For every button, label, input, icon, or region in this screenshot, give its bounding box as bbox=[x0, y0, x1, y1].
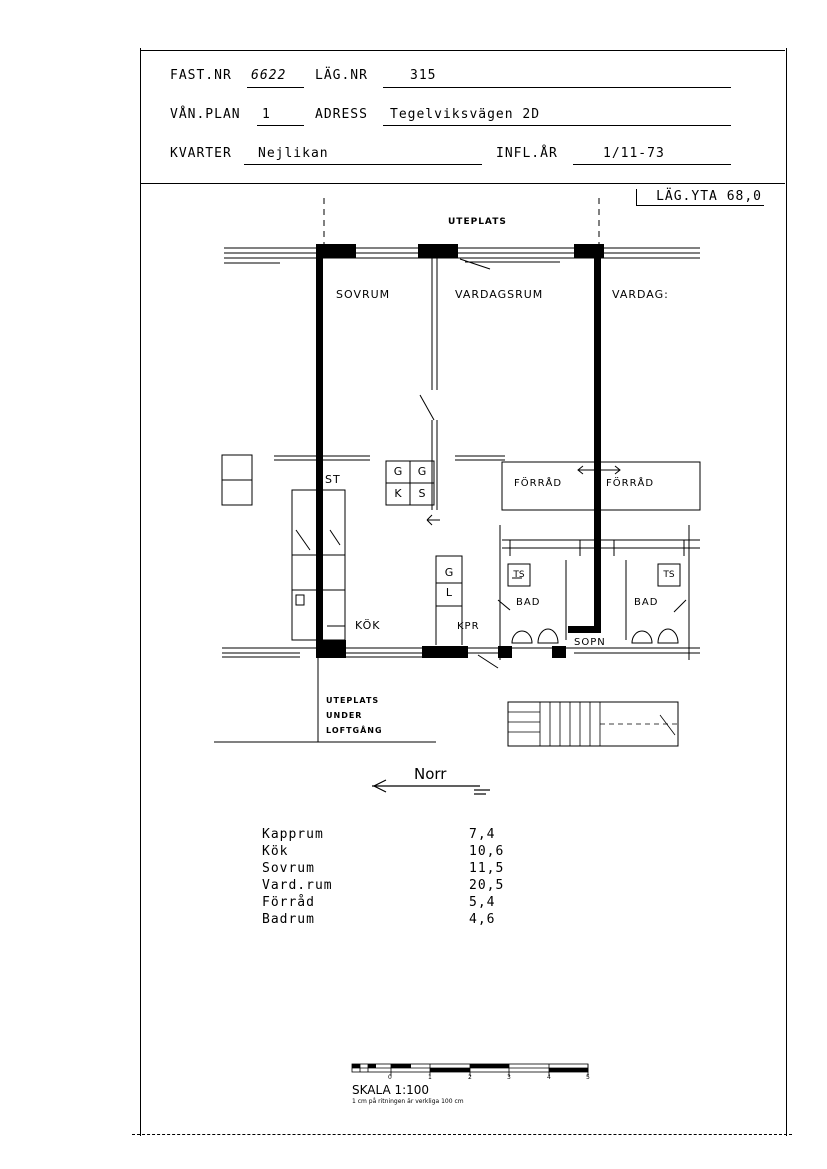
scale-tick: 2 bbox=[468, 1074, 472, 1081]
vardag-cut-label: VARDAG: bbox=[612, 288, 669, 301]
room-area-list: Kapprum 7,4 Kök 10,6 Sovrum 11,5 Vard.ru… bbox=[262, 826, 522, 928]
scale-tick: 4 bbox=[547, 1074, 551, 1081]
scale-tick: 5 bbox=[586, 1074, 590, 1081]
room-area: 4,6 bbox=[469, 912, 496, 927]
room-name: Sovrum bbox=[262, 861, 315, 876]
uteplats-under-label-3: LOFTGÅNG bbox=[326, 726, 383, 735]
room-name: Kapprum bbox=[262, 827, 324, 842]
apartment-area-box: LÄG.YTA 68,0 bbox=[636, 189, 764, 206]
room-name: Vard.rum bbox=[262, 878, 333, 893]
forrad-label-2: FÖRRÅD bbox=[606, 478, 655, 489]
van-plan-label: VÅN.PLAN bbox=[170, 107, 241, 122]
room-area: 11,5 bbox=[469, 861, 505, 876]
room-area: 5,4 bbox=[469, 895, 496, 910]
kvarter-underline bbox=[244, 164, 482, 165]
uteplats-under-label-2: UNDER bbox=[326, 711, 363, 720]
ts-label-2: TS bbox=[663, 570, 675, 580]
scale-tick: 3 bbox=[507, 1074, 511, 1081]
adress-underline bbox=[383, 125, 731, 126]
header-bottom-rule bbox=[140, 183, 785, 184]
uteplats-under-label-1: UTEPLATS bbox=[326, 696, 380, 705]
bad-label-2: BAD bbox=[634, 597, 659, 608]
k-label: K bbox=[394, 487, 402, 500]
room-name: Kök bbox=[262, 844, 289, 859]
frame-bottom-rule bbox=[132, 1134, 792, 1135]
kvarter-value: Nejlikan bbox=[258, 146, 329, 161]
g-label-1: G bbox=[393, 465, 403, 478]
list-item: Vard.rum 20,5 bbox=[262, 877, 522, 894]
van-plan-underline bbox=[257, 125, 304, 126]
st-label: ST bbox=[325, 473, 341, 486]
l-label: L bbox=[445, 586, 453, 599]
fast-nr-label: FAST.NR bbox=[170, 68, 232, 83]
s-label: S bbox=[418, 487, 426, 500]
scale-subtitle: 1 cm på ritningen är verkliga 100 cm bbox=[352, 1098, 464, 1105]
list-item: Förråd 5,4 bbox=[262, 894, 522, 911]
infl-ar-label: INFL.ÅR bbox=[496, 146, 558, 161]
north-label: Norr bbox=[414, 765, 447, 783]
uteplats-label: UTEPLATS bbox=[448, 217, 507, 227]
room-area: 20,5 bbox=[469, 878, 505, 893]
infl-ar-underline bbox=[573, 164, 731, 165]
forrad-label-1: FÖRRÅD bbox=[514, 478, 563, 489]
lag-nr-underline bbox=[383, 87, 731, 88]
kok-label: KÖK bbox=[355, 619, 381, 632]
list-item: Badrum 4,6 bbox=[262, 911, 522, 928]
ts-label-1: TS bbox=[513, 570, 525, 580]
frame-top-rule bbox=[140, 50, 785, 51]
adress-label: ADRESS bbox=[315, 107, 368, 122]
adress-value: Tegelviksvägen 2D bbox=[390, 107, 541, 122]
sovrum-label: SOVRUM bbox=[336, 288, 391, 301]
room-name: Förråd bbox=[262, 895, 315, 910]
scale-title: SKALA 1:100 bbox=[352, 1083, 430, 1097]
lag-nr-value: 315 bbox=[410, 68, 437, 83]
fast-nr-value: 6622 bbox=[251, 68, 287, 83]
lag-nr-label: LÄG.NR bbox=[315, 68, 368, 83]
g-label-2: G bbox=[417, 465, 427, 478]
bad-label-1: BAD bbox=[516, 597, 541, 608]
fast-nr-underline bbox=[247, 87, 304, 88]
scale-tick: 0 bbox=[388, 1074, 392, 1081]
room-name: Badrum bbox=[262, 912, 315, 927]
list-item: Kapprum 7,4 bbox=[262, 826, 522, 843]
list-item: Kök 10,6 bbox=[262, 843, 522, 860]
van-plan-value: 1 bbox=[262, 107, 271, 122]
g-label-3: G bbox=[444, 566, 454, 579]
list-item: Sovrum 11,5 bbox=[262, 860, 522, 877]
scale-tick: 1 bbox=[428, 1074, 432, 1081]
infl-ar-value: 1/11-73 bbox=[603, 146, 665, 161]
room-area: 10,6 bbox=[469, 844, 505, 859]
room-area: 7,4 bbox=[469, 827, 496, 842]
sopn-label: SOPN bbox=[574, 637, 606, 648]
kpr-label: KPR bbox=[457, 621, 480, 632]
vardagsrum-label: VARDAGSRUM bbox=[455, 288, 544, 301]
page-frame bbox=[140, 48, 787, 1136]
kvarter-label: KVARTER bbox=[170, 146, 232, 161]
